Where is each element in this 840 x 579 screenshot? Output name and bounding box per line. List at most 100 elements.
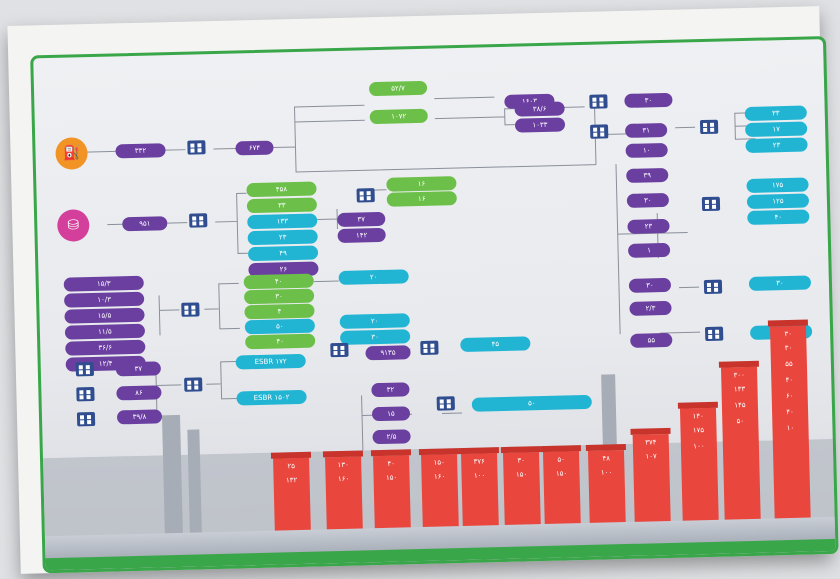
chimney-value: ۱۳۳ (733, 385, 746, 394)
warehouse-icon (356, 188, 375, 203)
chimney-cap (458, 447, 500, 455)
plant-icon-bl2 (76, 386, 95, 402)
top-purple-b: ۳۸/۶ (514, 101, 565, 117)
plant-icon-r4 (703, 279, 723, 295)
mid-stack-2: ۳۳ (246, 197, 318, 214)
left-list-1: ۱۵/۳ (63, 275, 144, 292)
chimney-top-value: ۴۰ (387, 459, 396, 468)
refinery-icon (187, 140, 206, 155)
bottom-center-3: ۲/۵ (372, 429, 411, 445)
chimney-top-value: ۱۳۰ (337, 460, 349, 470)
plant-icon-left (181, 302, 200, 317)
right-col-7: ۳۰ (628, 277, 672, 293)
mid-stack-1: ۴۵۸ (246, 181, 317, 198)
chimney-top-value: ۳۰ (517, 456, 526, 465)
chimney-top-value: ۵۰ (557, 455, 566, 464)
center-green-5: ۴۰ (245, 333, 316, 350)
center-green-1: ۴۰ (243, 273, 314, 290)
bottom-left-2: ۸۶ (116, 385, 162, 401)
chimney: ۴۰ ۱۵۰ (370, 449, 412, 537)
bottom-center-2: ۱۵ (371, 406, 411, 422)
chimney: ۱۵۰ ۱۶۰ (418, 448, 460, 536)
chimney-top-value: ۱۴۰ (692, 412, 704, 421)
chimney: ۱۴۰ ۱۷۵ ۱۰۰ (677, 401, 719, 529)
bottom-cyan: ۵۰ (471, 394, 592, 412)
mid-stack-5: ۴۹ (247, 245, 319, 262)
chimney-cap (630, 427, 671, 435)
chimney-value: ۱۳۲ (285, 476, 298, 485)
right-col-2: ۱۰ (625, 142, 668, 158)
bottom-center-1: ۳۲ (371, 382, 410, 398)
right-col-4: ۳۰ (626, 192, 670, 208)
chimney-value: ۵۵ (785, 359, 793, 369)
chimney-cap (767, 319, 808, 327)
chimney-cap (322, 450, 364, 458)
plant-icon-r3 (701, 196, 721, 212)
left-list-3: ۱۵/۵ (64, 307, 145, 324)
chimney-value: ۱۶۰ (337, 474, 350, 484)
right-cyan-7: ۳۰ (748, 275, 812, 291)
plant-icon-bl1 (75, 361, 95, 377)
chimney-value: ۱۷۵ (692, 426, 705, 435)
chimney-value: ۱۶۰ (433, 472, 446, 481)
chimney-value: ۴۰ (786, 407, 794, 417)
chimney-top-value: ۳۷۶ (473, 457, 485, 466)
plant-icon-r2 (699, 119, 719, 135)
plant-icon-cm (330, 342, 349, 358)
chimney-top-value: ۳۰ (784, 329, 793, 339)
chimney-value: ۶۰ (785, 391, 794, 401)
chimney-value: ۴۰ (785, 375, 794, 385)
top-green-1: ۵۲/۷ (368, 80, 428, 97)
mid-small-1: ۳۷ (337, 211, 386, 227)
plant-icon-top (589, 94, 608, 109)
chimney-top-value: ۱۵۰ (433, 458, 445, 467)
right-cyan-5: ۱۲۵ (746, 193, 810, 209)
right-cyan-2: ۱۷ (745, 121, 808, 138)
mid-small-2: ۱۴۲ (337, 227, 386, 243)
center-green-3: ۴ (244, 303, 315, 320)
right-cyan-3: ۲۳ (745, 137, 808, 154)
chimney-top-value: ۳۷۴ (645, 438, 657, 447)
chimney-value: ۱۵۰ (515, 470, 528, 479)
chimney-top-value: ۴۸ (602, 454, 611, 463)
right-col-3: ۳۹ (626, 167, 669, 183)
gas-output-pill: ۶۷۴ (235, 140, 274, 156)
chimney-cap (677, 401, 718, 409)
mid-stack-4: ۲۳ (247, 229, 318, 246)
bottom-left-3: ۳۹/۸ (116, 409, 163, 425)
chimney-value: ۳۰ (784, 343, 793, 353)
plant-icon-bl3 (76, 411, 96, 427)
chimney-top-value: ۲۵ (287, 462, 296, 471)
esbr-2: ESBR ۱۵۰۲ (236, 389, 307, 406)
plant-icon-bl4 (184, 377, 203, 392)
chimney-cap (418, 448, 460, 456)
chimney-value: ۱۰۰ (693, 442, 705, 451)
left-list-5: ۳۶/۶ (65, 339, 146, 356)
esbr-1: ESBR ۱۷۲ (235, 353, 306, 370)
chimney: ۲۵ ۱۳۲ (270, 451, 312, 539)
mid-green-1: ۱۶ (386, 176, 457, 192)
center-cyan-1: ۲۰ (338, 269, 409, 285)
chimney-cap (540, 445, 581, 453)
chimney-cap (585, 444, 626, 451)
right-cyan-6: ۴۰ (747, 209, 810, 225)
chimney-value: ۱۰ (786, 423, 795, 433)
center-green-4: ۵۰ (244, 318, 316, 335)
chimney-value: ۱۵۰ (385, 473, 398, 482)
plant-icon-r1 (590, 124, 609, 139)
bottom-left-1: ۳۷ (115, 361, 162, 377)
right-col-8: ۲/۳ (629, 300, 672, 316)
gas-input-pill: ۳۳۲ (115, 143, 166, 159)
center-cyan-3: ۳۰ (339, 329, 411, 345)
chimney-value: ۱۴۵ (734, 401, 746, 410)
chimney-cap (270, 451, 312, 459)
plant-icon-cm2 (420, 340, 439, 356)
